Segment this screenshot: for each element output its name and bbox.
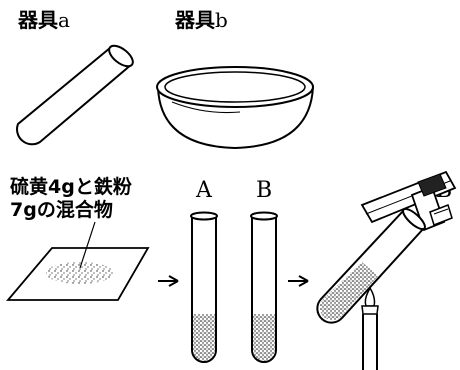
burner bbox=[361, 286, 379, 370]
apparatus-b-letter: b bbox=[215, 8, 228, 32]
apparatus-b-dish bbox=[156, 66, 314, 150]
mixture-paper bbox=[6, 221, 150, 301]
test-tube-b bbox=[250, 211, 278, 363]
apparatus-b-jp: 器具 bbox=[175, 8, 215, 32]
mixture-leader-line bbox=[79, 221, 96, 269]
tube-a-label: A bbox=[196, 178, 212, 203]
apparatus-a-jp: 器具 bbox=[18, 8, 58, 32]
tube-b-label: B bbox=[256, 178, 273, 203]
apparatus-a-label: 器具a bbox=[18, 10, 70, 30]
apparatus-b-label: 器具b bbox=[175, 10, 228, 30]
apparatus-a-letter: a bbox=[58, 8, 70, 32]
heated-test-tube bbox=[316, 207, 426, 324]
arrow-1 bbox=[158, 275, 179, 287]
mixture-line-2: 7gの混合物 bbox=[10, 199, 113, 221]
mixture-label: 硫黄4gと鉄粉 7gの混合物 bbox=[10, 176, 132, 222]
arrow-2 bbox=[288, 275, 309, 287]
apparatus-a-test-tube bbox=[16, 44, 134, 146]
test-tube-a bbox=[190, 211, 218, 363]
mixture-line-1: 硫黄4gと鉄粉 bbox=[10, 176, 132, 198]
clamp-stand bbox=[360, 170, 457, 232]
